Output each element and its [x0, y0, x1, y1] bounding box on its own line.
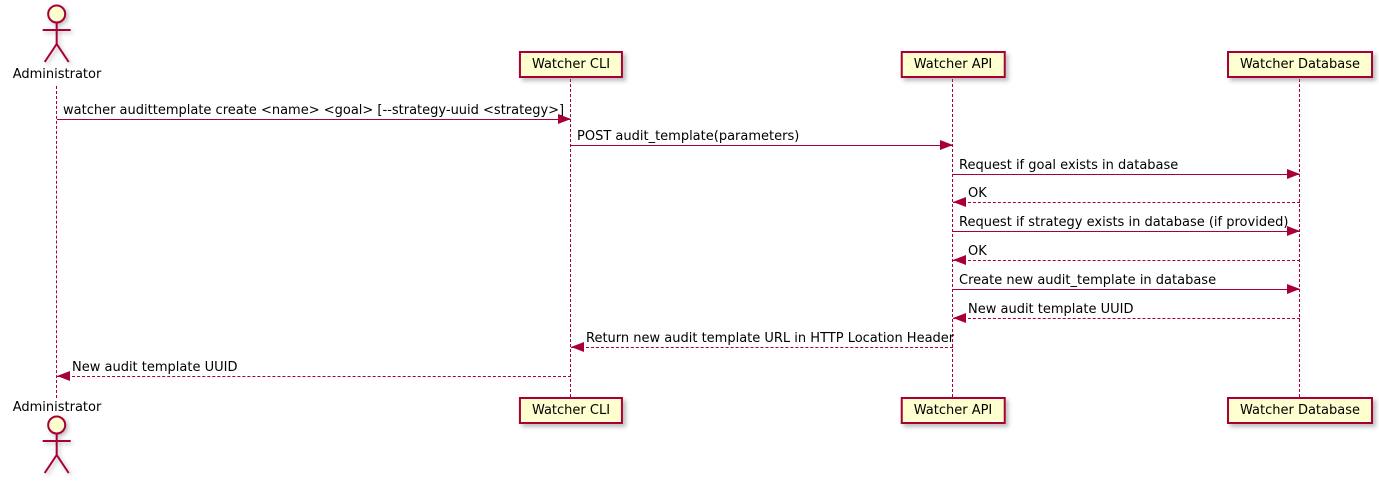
- arrowhead-icon: [558, 114, 571, 124]
- message-line: [57, 376, 571, 377]
- message: New audit template UUID: [57, 357, 571, 381]
- arrowhead-icon: [940, 140, 953, 150]
- message: New audit template UUID: [953, 299, 1300, 323]
- message-label: Request if goal exists in database: [959, 158, 1179, 173]
- arrowhead-icon: [1287, 169, 1300, 179]
- participant-box-watcher-api-top: Watcher API: [900, 51, 1006, 78]
- participant-box-watcher-database-top: Watcher Database: [1227, 51, 1373, 78]
- message: Request if strategy exists in database (…: [953, 212, 1300, 236]
- arrowhead-icon: [57, 371, 70, 381]
- message: watcher audittemplate create <name> <goa…: [57, 100, 571, 124]
- arrowhead-icon: [1287, 226, 1300, 236]
- message-line: [953, 318, 1300, 319]
- participant-box-watcher-api-bottom: Watcher API: [900, 397, 1006, 424]
- message-label: New audit template UUID: [72, 360, 238, 375]
- arrowhead-icon: [953, 197, 966, 207]
- message-label: POST audit_template(parameters): [577, 129, 800, 144]
- message-label: Return new audit template URL in HTTP Lo…: [586, 331, 955, 346]
- message: Request if goal exists in database: [953, 155, 1300, 179]
- message-line: [953, 174, 1300, 175]
- arrowhead-icon: [953, 255, 966, 265]
- message-line: [571, 145, 953, 146]
- lifeline-watcher-api: [952, 79, 953, 397]
- arrowhead-icon: [953, 313, 966, 323]
- actor-icon: [43, 4, 71, 63]
- lifeline-watcher-cli: [570, 79, 571, 397]
- message-label: New audit template UUID: [968, 302, 1134, 317]
- message: Return new audit template URL in HTTP Lo…: [571, 328, 955, 352]
- arrowhead-icon: [1287, 284, 1300, 294]
- participant-label: Administrator: [12, 67, 102, 82]
- participant-box-watcher-cli-bottom: Watcher CLI: [518, 397, 624, 424]
- message: OK: [953, 241, 1300, 265]
- participant-label: Administrator: [12, 400, 102, 415]
- lifeline-administrator: [56, 86, 57, 398]
- message-line: [953, 289, 1300, 290]
- participant-box-watcher-cli-top: Watcher CLI: [518, 51, 624, 78]
- message: OK: [953, 183, 1300, 207]
- message-line: [57, 119, 571, 120]
- actor-administrator-bottom: Administrator: [12, 399, 102, 477]
- arrowhead-icon: [571, 342, 584, 352]
- message: POST audit_template(parameters): [571, 126, 953, 150]
- lifeline-watcher-database: [1299, 79, 1300, 397]
- message-label: Create new audit_template in database: [959, 273, 1217, 288]
- actor-administrator-top: Administrator: [12, 4, 102, 82]
- participant-box-watcher-database-bottom: Watcher Database: [1227, 397, 1373, 424]
- message-line: [953, 231, 1300, 232]
- message-line: [953, 260, 1300, 261]
- actor-icon: [43, 415, 71, 474]
- message-label: watcher audittemplate create <name> <goa…: [63, 103, 565, 118]
- message-label: Request if strategy exists in database (…: [959, 215, 1289, 230]
- message-line: [571, 347, 953, 348]
- message-label: OK: [968, 186, 987, 201]
- message-label: OK: [968, 244, 987, 259]
- message: Create new audit_template in database: [953, 270, 1300, 294]
- message-line: [953, 202, 1300, 203]
